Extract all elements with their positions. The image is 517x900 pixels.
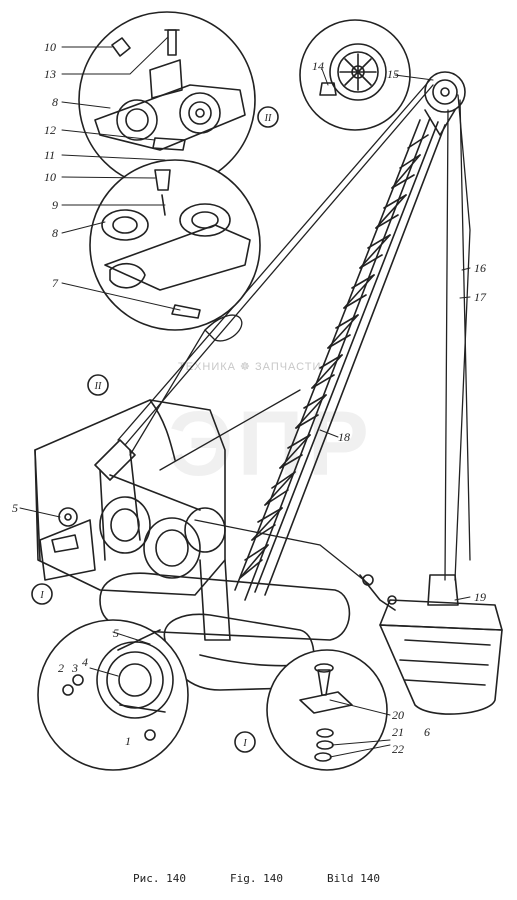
roman-label-left: I [39,590,44,601]
roman-marker-left [31,583,53,605]
detail-circle-hub [37,619,189,771]
callout-20: 20 [392,708,404,722]
callout-8: 8 [52,95,58,109]
detail-circle-fasteners [266,649,388,771]
lattice-boom [234,71,466,601]
watermark-text: ТЕХНИКА ☸ ЗАПЧАСТИ [178,361,322,373]
callout-14: 14 [312,59,324,73]
caption-ru: Рис. 140 [133,872,186,885]
caption-en: Fig. 140 [230,872,283,885]
roman-marker-top [257,106,279,128]
grab-bucket [359,574,503,715]
callout-12: 12 [44,123,56,137]
detail-circle-middle [89,159,261,331]
rope-system [117,79,471,586]
roman-label-top: II [264,113,272,124]
callout-19: 19 [474,590,486,604]
callout-8-lower: 8 [52,226,58,240]
detail-circle-top [78,11,256,189]
callout-13: 13 [44,67,56,81]
callout-15: 15 [387,67,399,81]
callout-9: 9 [52,198,58,212]
callout-11: 11 [44,148,55,162]
callout-2: 2 [58,661,64,675]
roman-marker-cab [87,374,109,396]
callout-1: 1 [125,734,131,748]
callout-10: 10 [44,40,56,54]
detail-circle-sheave [299,19,411,131]
leader-lines [19,36,471,758]
callout-7: 7 [52,276,59,290]
callout-3: 3 [71,661,78,675]
callout-21: 21 [392,725,404,739]
callout-5: 5 [12,501,18,515]
callout-22: 22 [392,742,404,756]
callout-16: 16 [474,261,486,275]
roman-label-bottom: I [242,738,247,749]
roman-marker-bottom [234,731,256,753]
callout-10-lower: 10 [44,170,56,184]
roman-label-cab: II [94,381,102,392]
callout-18: 18 [338,430,350,444]
callout-4: 4 [82,655,88,669]
callout-17: 17 [474,290,487,304]
callout-5-lower: 5 [113,626,119,640]
caption-de: Bild 140 [327,872,380,885]
callout-6: 6 [424,725,430,739]
